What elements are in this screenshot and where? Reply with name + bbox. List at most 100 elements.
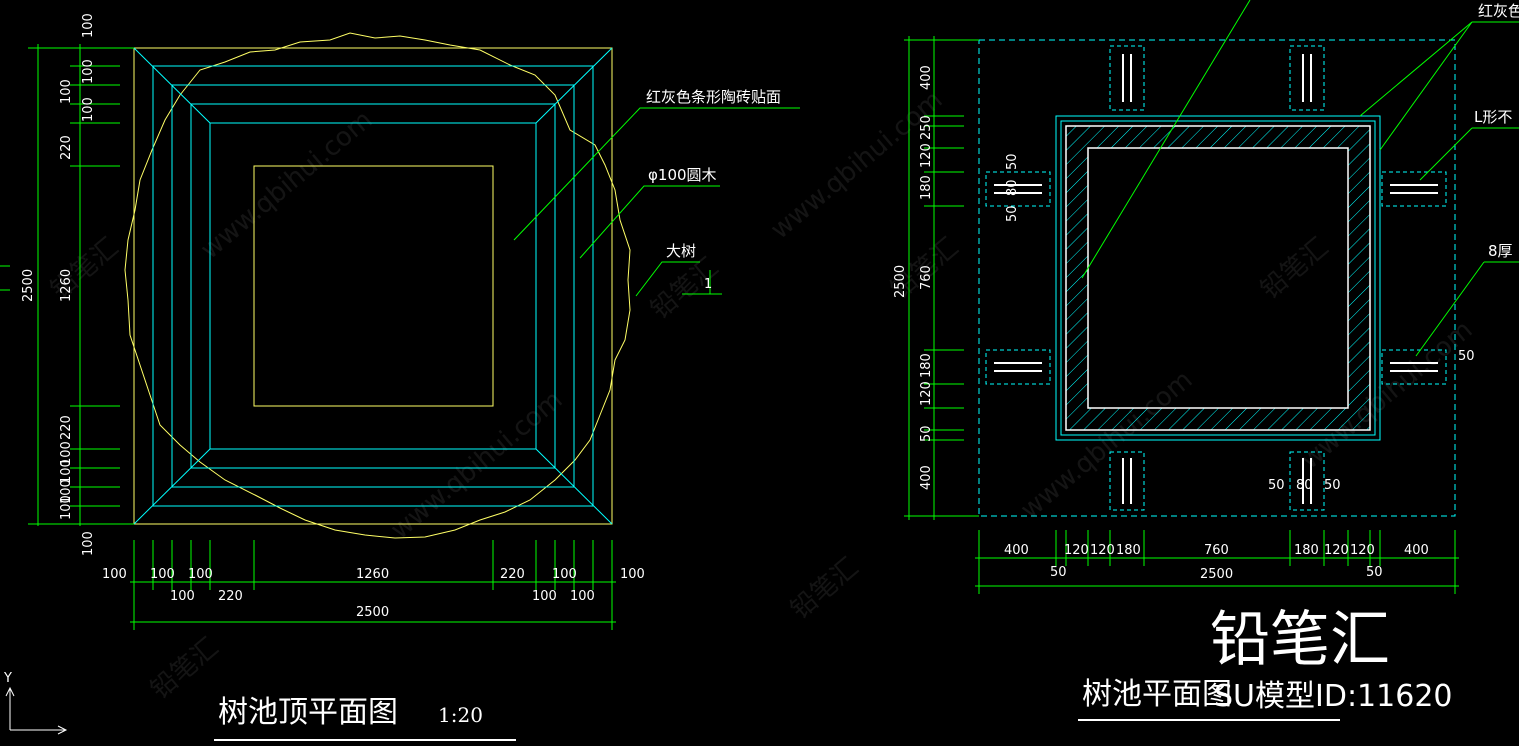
right-plan: 红灰色 L形不 8厚 50 50 80 50 50 80 50 (893, 0, 1519, 721)
dim-text: 120 (919, 381, 934, 406)
dim-text: 100 (81, 97, 96, 122)
dim-text: 100 (102, 567, 127, 582)
dim-text: 400 (1004, 543, 1029, 558)
watermark-brand: 铅笔汇 (145, 632, 224, 705)
dim-text: 120 (1324, 543, 1349, 558)
label-l-steel: L形不 (1474, 108, 1512, 126)
dim-text: 250 (919, 115, 934, 140)
dim-text: 120 (1090, 543, 1115, 558)
leader-lines (513, 107, 800, 297)
dim-text: 50 (1324, 478, 1341, 493)
dim-text: 100 (532, 589, 557, 604)
ucs-axis-icon (5, 686, 68, 735)
model-id-label: SU模型ID:11620 (1214, 679, 1453, 714)
pool-frame-3 (1065, 125, 1371, 431)
label-thick-plate: 8厚 (1488, 242, 1513, 260)
corner-miters (133, 47, 613, 525)
right-left-dimension-lines (904, 36, 979, 520)
dim-text: 50 (1268, 478, 1285, 493)
pool-frame-1 (1055, 115, 1381, 441)
dim-text: 400 (919, 465, 934, 490)
anchor-blocks (985, 45, 1447, 511)
label-tree: 大树 (666, 242, 696, 260)
paving-boundary (978, 39, 1456, 517)
dim-text: 50 (1005, 153, 1020, 170)
dim-text: 100 (150, 567, 175, 582)
tile-ring-1 (152, 65, 594, 507)
right-plan-title: 树池平面图 (1082, 677, 1232, 712)
dim-text: 120 (1350, 543, 1375, 558)
pool-inner-edge (1087, 147, 1349, 409)
dim-text: 100 (552, 567, 577, 582)
pool-opening (253, 165, 494, 407)
dim-text: 50 (1366, 565, 1383, 580)
ucs-y-label: Y (3, 671, 12, 686)
label-tile-right: 红灰色 (1478, 2, 1519, 20)
left-plan-title: 树池顶平面图 (218, 695, 398, 730)
anchor-small-dims: 50 80 50 50 80 50 (1005, 153, 1341, 493)
dim-text: 80 (1005, 179, 1020, 196)
dim-text: 760 (1204, 543, 1229, 558)
right-bottom-dimension-texts: 400 120 120 180 760 180 120 120 400 50 5… (1004, 543, 1429, 582)
pool-frame-2 (1060, 120, 1376, 436)
dim-text: 120 (919, 143, 934, 168)
dim-text: 100 (188, 567, 213, 582)
left-plan: 红灰色条形陶砖贴面 φ100圆木 大树 1 100 100 100 (0, 13, 800, 741)
brand-logo: 铅笔汇 (1210, 605, 1390, 675)
dim-text: 100 (570, 589, 595, 604)
dim-text: 50 (1050, 565, 1067, 580)
dim-text: 400 (1404, 543, 1429, 558)
pool-wall-hatch (1066, 126, 1370, 430)
dim-text: 2500 (1200, 567, 1233, 582)
dim-text: 220 (59, 135, 74, 160)
dim-text: 220 (59, 415, 74, 440)
right-bottom-dimension-lines (975, 530, 1459, 594)
dim-text: 1260 (59, 269, 74, 302)
bottom-dimension-texts: 100 100 100 1260 220 100 100 100 220 100… (102, 567, 645, 620)
dim-text: 1260 (356, 567, 389, 582)
watermark-text: www.qbihui.com (1015, 365, 1198, 525)
watermark-text: www.qbihui.com (195, 105, 378, 265)
label-side-50: 50 (1458, 349, 1475, 364)
label-tile-facing: 红灰色条形陶砖贴面 (646, 88, 781, 106)
dim-text: 120 (1064, 543, 1089, 558)
watermark-brand: 铅笔汇 (45, 232, 124, 305)
dim-text: 50 (919, 425, 934, 442)
watermark-brand: 铅笔汇 (785, 552, 864, 625)
watermark-text: www.qbihui.com (1295, 315, 1478, 475)
dim-text: 50 (1005, 205, 1020, 222)
dim-text: 100 (59, 79, 74, 104)
tree-canopy-outline (124, 32, 631, 539)
right-leader-lines (1081, 0, 1519, 357)
watermark-brand: 铅笔汇 (645, 252, 724, 325)
dim-text: 100 (620, 567, 645, 582)
dim-text: 100 (170, 589, 195, 604)
dim-text: 2500 (21, 269, 36, 302)
dim-text: 400 (919, 65, 934, 90)
dim-text: 100 (59, 495, 74, 520)
tile-ring-2 (171, 84, 575, 488)
dim-text: 100 (81, 59, 96, 84)
label-tree-tag: 1 (704, 277, 712, 292)
dim-text: 760 (919, 265, 934, 290)
watermark-brand: 铅笔汇 (1255, 232, 1334, 305)
dim-text: 100 (59, 459, 74, 484)
dim-text: 100 (81, 531, 96, 556)
dim-text: 220 (218, 589, 243, 604)
pool-outer-edge (133, 47, 613, 525)
right-left-dimension-texts: 400 250 120 180 2500 760 180 120 50 400 (893, 65, 934, 490)
dim-text: 100 (81, 13, 96, 38)
dim-text: 180 (919, 353, 934, 378)
dim-text: 2500 (893, 265, 908, 298)
dim-text: 100 (59, 479, 74, 504)
dim-text: 100 (59, 441, 74, 466)
bottom-dimension-lines (130, 540, 616, 630)
dim-text: 180 (1294, 543, 1319, 558)
dim-text: 220 (500, 567, 525, 582)
left-plan-scale: 1:20 (438, 703, 483, 727)
left-dimension-lines (0, 44, 134, 526)
left-dimension-texts: 100 100 100 100 220 2500 1260 220 100 10… (21, 13, 96, 556)
dim-text: 2500 (356, 605, 389, 620)
steel-bars (994, 54, 1438, 504)
